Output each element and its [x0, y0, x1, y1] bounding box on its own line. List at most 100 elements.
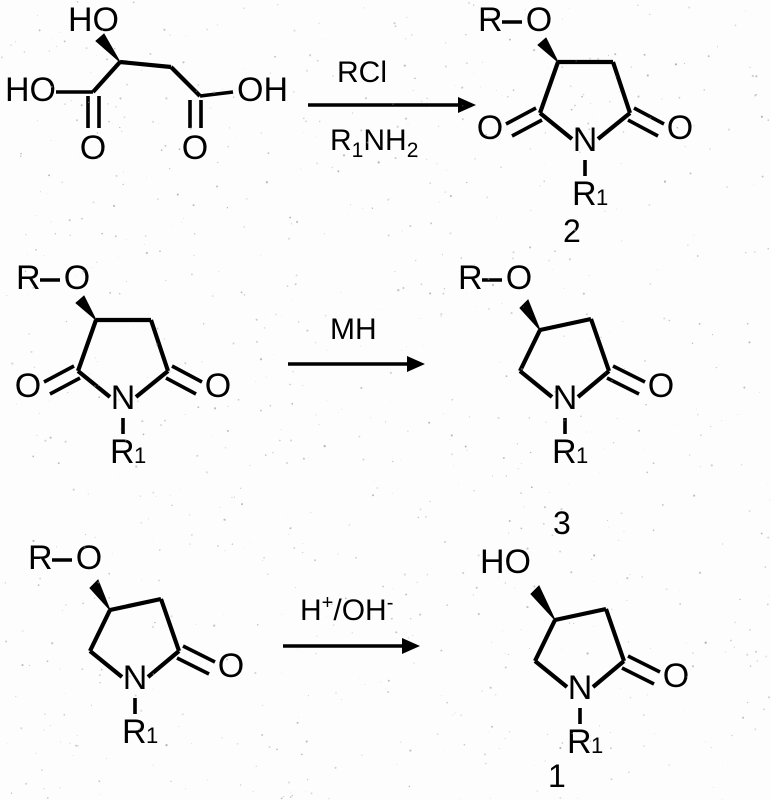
atom-label-hydroxyl: HO	[480, 543, 531, 581]
compound-number-2: 2	[563, 213, 581, 249]
bond-carbonyl-a	[612, 364, 646, 384]
arrow-head	[407, 356, 425, 372]
bond-ring-c3-c2	[589, 318, 611, 372]
reaction-arrow-3	[283, 638, 420, 654]
bond-c2-c1	[91, 60, 122, 94]
atom-label-n-substituent: R	[110, 433, 135, 471]
reaction-arrow-1	[308, 97, 476, 113]
atom-label-carbonyl-o: O	[218, 647, 244, 685]
structure-compound-1: HO O N R 1	[480, 543, 689, 761]
structure-compound-2: R O O O N R 1	[477, 1, 693, 213]
atom-label-nitrogen: N	[111, 379, 136, 417]
bond-ring-c2-c3	[76, 319, 98, 372]
structure-compound-3: R O O N R 1	[458, 259, 674, 471]
atom-label-n-substituent-sub: 1	[576, 443, 588, 468]
atom-label-nitrogen: N	[123, 659, 148, 697]
structure-row2-reactant-succinimide: R O O O N R 1	[15, 259, 231, 471]
compound-number-3: 3	[553, 505, 571, 541]
bond-ring-n-c5	[533, 659, 569, 689]
stereo-wedge-alkoxy	[75, 295, 97, 321]
atom-label-n-substituent: R	[572, 175, 597, 213]
reagent-acid-charge: +	[321, 592, 334, 614]
atom-label-r-group: R	[16, 259, 41, 297]
bond-ring-c4-c3	[109, 596, 162, 613]
atom-label-left-acid-oh: HO	[5, 71, 56, 109]
bond-right-c-oh	[199, 90, 234, 98]
bond-left-carbonyl-b	[511, 118, 543, 138]
bond-right-carbonyl-b	[627, 118, 659, 138]
bond-ring-c2-c3	[538, 61, 560, 114]
bond-carbonyl-b	[176, 656, 210, 676]
bond-carbonyl-a	[182, 644, 216, 664]
bond-ring-c3-c2	[159, 598, 181, 652]
arrow-head	[458, 97, 476, 113]
atom-label-ether-oxygen: O	[526, 1, 552, 39]
atom-label-r-group: R	[458, 259, 483, 297]
atom-label-nitrogen: N	[553, 379, 578, 417]
stereo-wedge-hydroxy	[95, 33, 121, 63]
atom-label-carbonyl-o: O	[648, 367, 674, 405]
atom-label-n-substituent-sub: 1	[146, 723, 158, 748]
reagent-below-arrow-1: R1NH2	[330, 124, 418, 163]
arrow-head	[402, 638, 420, 654]
bond-c2-c3	[119, 59, 172, 70]
atom-label-right-carbonyl-o: O	[182, 129, 208, 167]
bond-left-carbonyl-a	[505, 106, 537, 126]
atom-label-n-substituent: R	[122, 713, 147, 751]
bond-ring-n-c5	[88, 649, 124, 679]
reagent-r1nh2-sub1: 1	[351, 139, 364, 162]
reagent-above-arrow-3: H+/OH-	[300, 592, 393, 628]
bond-ring-c5-c4	[533, 619, 557, 662]
bond-left-carbonyl-a	[43, 364, 75, 384]
atom-label-right-carbonyl-o: O	[667, 109, 693, 147]
atom-label-n-substituent-sub: 1	[591, 733, 603, 758]
stereo-wedge-alkoxy	[519, 299, 541, 331]
atom-label-r-group: R	[478, 1, 503, 39]
atom-label-right-acid-oh: OH	[237, 71, 288, 109]
stereo-wedge-alkoxy	[89, 579, 111, 611]
structure-row3-reactant-pyrrolidinone: R O O N R 1	[28, 539, 244, 751]
bond-right-carbonyl-b	[165, 376, 197, 396]
reagent-separator: /	[333, 594, 342, 627]
stereo-wedge-hydroxy	[530, 585, 556, 621]
reagent-acid-h: H	[300, 594, 322, 627]
reagent-above-arrow-2: MH	[330, 313, 377, 346]
reagent-above-arrow-1: RCl	[337, 56, 387, 89]
reagent-r1nh2-sub2: 2	[406, 139, 419, 162]
atom-label-ether-oxygen: O	[76, 539, 102, 577]
atom-label-nitrogen: N	[573, 121, 598, 159]
structure-malic-acid: HO HO O OH O	[5, 1, 288, 167]
bond-right-carbonyl-a	[171, 364, 203, 384]
bond-ring-n-c5	[518, 369, 554, 399]
bond-ring-c2-n	[576, 369, 611, 399]
bond-left-carbonyl-b	[49, 376, 81, 396]
reagent-r1nh2-r: R	[330, 124, 352, 157]
bond-ring-c5-c4	[88, 609, 112, 652]
bond-ring-c3-c2	[604, 608, 626, 662]
bond-ring-c5-n	[134, 369, 170, 399]
bond-ring-c5-n	[596, 111, 632, 141]
bond-ring-c4-c5	[149, 319, 170, 372]
atom-label-carbonyl-o: O	[663, 657, 689, 695]
bond-ring-n-c2	[76, 369, 112, 399]
atom-label-n-substituent: R	[567, 723, 592, 761]
bond-ring-c4-c5	[611, 61, 632, 114]
atom-label-left-carbonyl-o: O	[80, 129, 106, 167]
atom-label-nitrogen: N	[568, 669, 593, 707]
bond-ring-c4-c3	[539, 316, 592, 333]
bond-carbonyl-a	[627, 654, 661, 674]
atom-label-n-substituent-sub: 1	[134, 443, 146, 468]
bond-carbonyl-b	[621, 666, 655, 686]
bond-ring-c4-c3	[554, 606, 607, 623]
stereo-wedge-alkoxy	[537, 37, 559, 63]
bond-c3-c4	[169, 65, 202, 98]
reagent-r1nh2-nh: NH	[363, 124, 407, 157]
bond-right-carbonyl-a	[633, 106, 665, 126]
reagent-base-oh: OH	[341, 594, 387, 627]
atom-label-ether-oxygen: O	[64, 259, 90, 297]
compound-number-1: 1	[548, 758, 566, 794]
reaction-arrow-2	[288, 356, 425, 372]
atom-label-right-carbonyl-o: O	[205, 367, 231, 405]
bond-ring-c2-n	[146, 649, 181, 679]
